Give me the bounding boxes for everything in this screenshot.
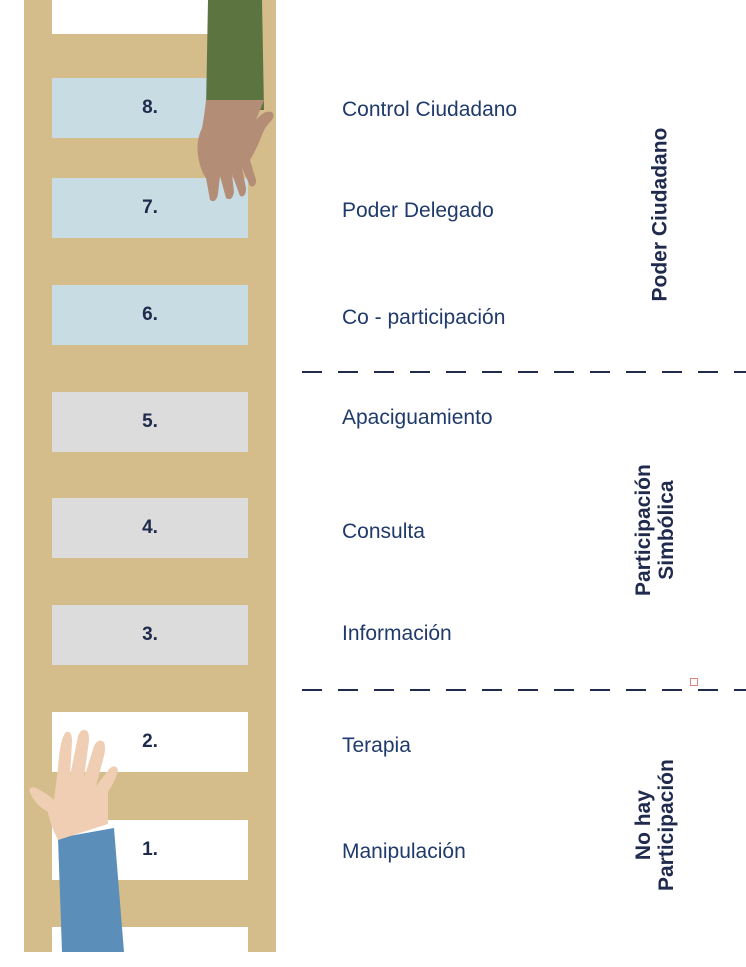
rung-number: 1. (142, 839, 158, 860)
rung-number: 2. (142, 731, 158, 752)
rung-number: 4. (142, 517, 158, 538)
rung-5: 5. (52, 392, 248, 452)
group-label-poder-ciudadano: Poder Ciudadano (580, 100, 740, 330)
small-marker (690, 678, 698, 686)
rung-number: 7. (142, 197, 158, 218)
group-title: Poder Ciudadano (648, 128, 672, 302)
level-label-1: Manipulación (342, 840, 466, 863)
rung-6: 6. (52, 285, 248, 345)
group-label-participacion-simbolica: Participación Simbólica (565, 410, 745, 650)
rung-number: 6. (142, 304, 158, 325)
level-label-3: Información (342, 622, 452, 645)
group-divider-lower (302, 689, 746, 691)
rung-number: 3. (142, 624, 158, 645)
level-label-2: Terapia (342, 734, 411, 757)
group-label-no-hay-participacion: No hay Participación (565, 705, 745, 945)
rung-4: 4. (52, 498, 248, 558)
rung-number: 8. (142, 97, 158, 118)
level-label-6: Co - participación (342, 306, 506, 329)
rung-3: 3. (52, 605, 248, 665)
level-label-5: Apaciguamiento (342, 406, 493, 429)
group-title-line2: Participación (654, 759, 678, 891)
group-divider-upper (302, 371, 746, 373)
rung-number: 5. (142, 411, 158, 432)
group-title-line2: Simbólica (654, 480, 678, 580)
top-hand-icon (197, 0, 274, 202)
bottom-hand-icon (29, 729, 124, 952)
ladder-right-rail (248, 0, 276, 952)
level-label-7: Poder Delegado (342, 199, 494, 222)
group-title-line1: Participación (631, 464, 655, 596)
group-title-line1: No hay (631, 789, 655, 861)
level-label-4: Consulta (342, 520, 425, 543)
level-label-8: Control Ciudadano (342, 98, 518, 121)
